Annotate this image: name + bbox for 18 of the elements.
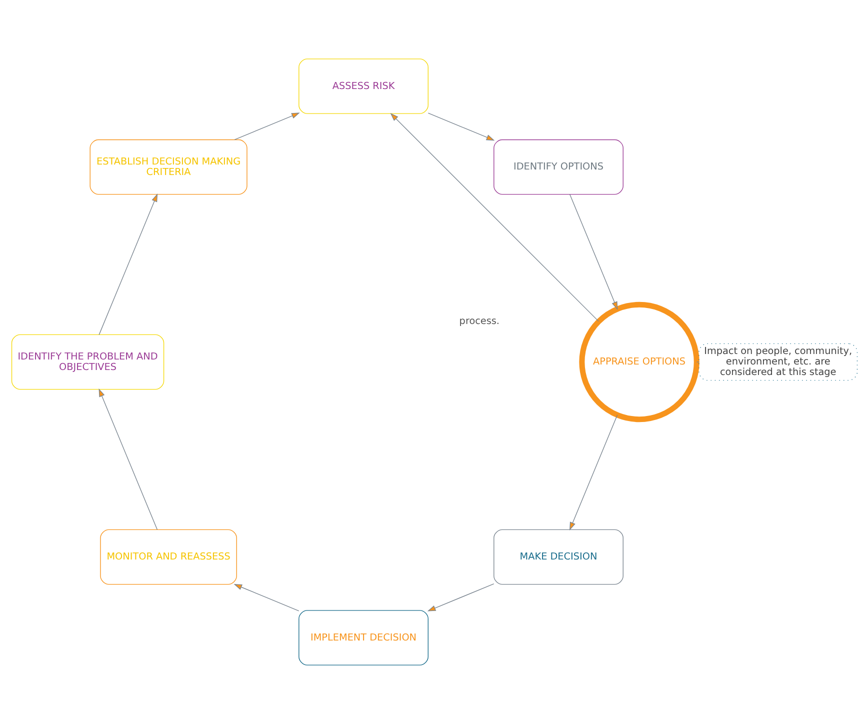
arrow [427, 112, 494, 141]
node-box: MONITOR AND REASSESS [100, 529, 236, 585]
arrow [390, 112, 598, 322]
node-box: IMPLEMENT DECISION [298, 610, 428, 666]
label: process. [458, 316, 500, 327]
node-box: ESTABLISH DECISION MAKING CRITERIA [89, 139, 247, 195]
arrow [426, 583, 494, 612]
arrow [568, 194, 618, 310]
node-box: MAKE DECISION [493, 529, 623, 585]
arrow [233, 584, 299, 612]
arrow [98, 194, 158, 336]
node-box: Impact on people, community, environment, etc. are considered at this stage [698, 343, 858, 381]
node-box: IDENTIFY OPTIONS [493, 139, 623, 195]
arrow [234, 112, 300, 140]
node-box: IDENTIFY THE PROBLEM AND OBJECTIVES [10, 334, 164, 390]
arrow [569, 414, 618, 530]
node-box: ASSESS RISK [298, 58, 428, 114]
arrow [98, 388, 158, 530]
